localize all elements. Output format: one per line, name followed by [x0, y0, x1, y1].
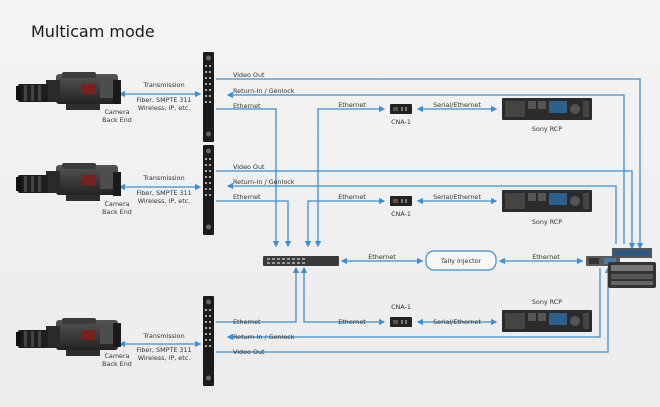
camera-back-end-icon [113, 323, 121, 347]
port-label: Return-In / Genlock [233, 178, 295, 186]
port-label: Ethernet [233, 318, 261, 326]
camera-icon [16, 318, 118, 356]
serial-ethernet-label: Serial/Ethernet [433, 101, 481, 109]
camera-back-end-label: Camera [104, 108, 129, 116]
port-label: Return-In / Genlock [233, 87, 295, 95]
serial-ethernet-label: Serial/Ethernet [433, 318, 481, 326]
tally-injector-box [425, 250, 497, 271]
connection-lines [118, 78, 644, 353]
rcp-panel-icon [502, 310, 592, 332]
transmission-label: Transmission [142, 81, 184, 89]
page-title: Multicam mode [31, 22, 155, 41]
ethernet-label: Ethernet [338, 318, 366, 326]
network-core: Ethernet Tally Injector Ethernet [263, 248, 656, 288]
transmission-label: Wireless, IP, etc. [138, 354, 191, 362]
cna-label: CNA-1 [391, 303, 411, 311]
transmission-label: Transmission [142, 174, 184, 182]
transmission-label: Fiber, SMPTE 311 [136, 189, 191, 197]
cna-device-icon [390, 317, 412, 327]
transmission-label: Fiber, SMPTE 311 [136, 96, 191, 104]
transmission-label: Fiber, SMPTE 311 [136, 346, 191, 354]
camera-back-end-label: Back End [102, 360, 132, 368]
ethernet-label: Ethernet [338, 193, 366, 201]
camera-icon [16, 163, 118, 201]
camera-back-end-label: Back End [102, 208, 132, 216]
camera-icon [16, 72, 118, 110]
rcp-label: Sony RCP [532, 298, 562, 306]
camera-back-end-label: Camera [104, 200, 129, 208]
rcp-panel-icon [502, 98, 592, 120]
port-label: Return-In / Genlock [233, 333, 295, 341]
cna-device-icon [390, 104, 412, 114]
camera-back-end-icon [113, 172, 121, 196]
camera-row-2: Camera Back End Transmission Fiber, SMPT… [16, 145, 592, 235]
rcp-label: Sony RCP [532, 218, 562, 226]
camera-back-end-icon [113, 80, 121, 104]
base-station-rack-icon [203, 145, 214, 235]
camera-row-1: Camera Back End Transmission Fiber, SMPT… [16, 52, 592, 142]
transmission-label: Wireless, IP, etc. [138, 104, 191, 112]
serial-ethernet-label: Serial/Ethernet [433, 193, 481, 201]
port-label: Video Out [233, 348, 265, 356]
transmission-label: Transmission [142, 332, 184, 340]
port-label: Video Out [233, 163, 265, 171]
camera-row-3: Camera Back End Transmission Fiber, SMPT… [16, 296, 592, 386]
tally-injector-label: Tally Injector [440, 257, 482, 265]
cna-device-icon [390, 196, 412, 206]
base-station-rack-icon [203, 296, 214, 386]
rcp-panel-icon [502, 190, 592, 212]
ethernet-label: Ethernet [532, 253, 560, 261]
camera-back-end-label: Back End [102, 116, 132, 124]
switcher-console-icon [608, 248, 656, 288]
camera-back-end-label: Camera [104, 352, 129, 360]
cna-label: CNA-1 [391, 118, 411, 126]
port-label: Video Out [233, 71, 265, 79]
port-label: Ethernet [233, 193, 261, 201]
base-station-rack-icon [203, 52, 214, 142]
network-switch-icon [263, 256, 339, 266]
port-label: Ethernet [233, 102, 261, 110]
cna-label: CNA-1 [391, 210, 411, 218]
ethernet-label: Ethernet [368, 253, 396, 261]
transmission-label: Wireless, IP, etc. [138, 197, 191, 205]
ethernet-label: Ethernet [338, 101, 366, 109]
rcp-label: Sony RCP [532, 125, 562, 133]
